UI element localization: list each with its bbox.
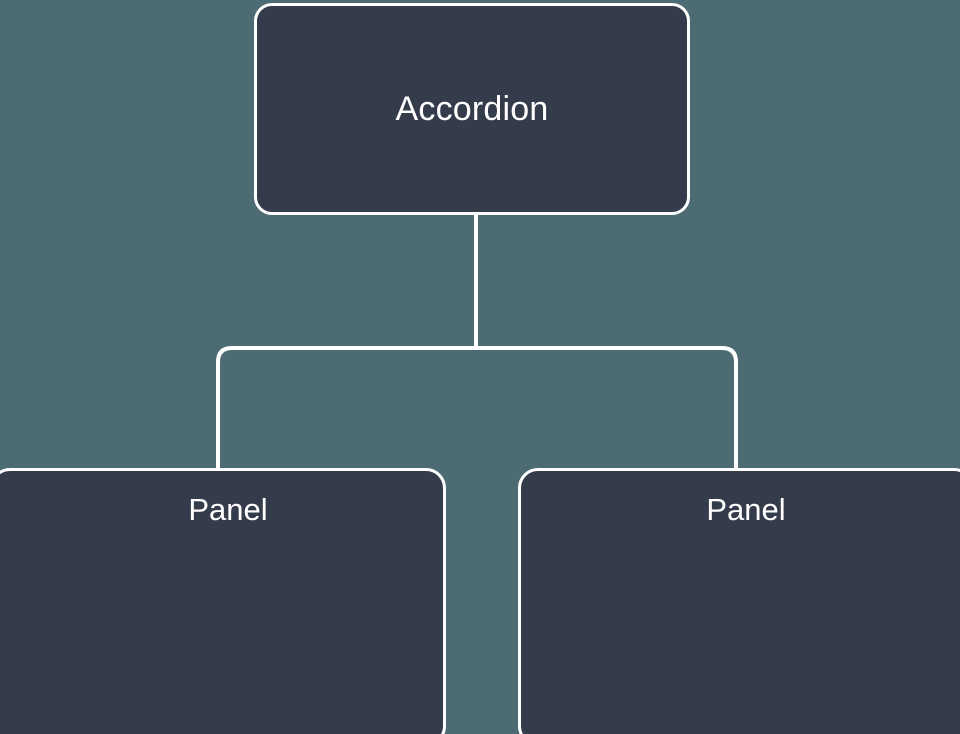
node-panel-inactive-title: Panel <box>706 492 786 527</box>
node-panel-active-title: Panel <box>188 492 268 527</box>
connector-branch-bus <box>216 346 738 468</box>
node-panel-active[interactable]: Panel isActive true <box>0 468 446 734</box>
panel-inactive-body: Panel isActive false <box>521 471 960 734</box>
node-accordion[interactable]: Accordion <box>254 3 690 215</box>
node-panel-inactive[interactable]: Panel isActive false <box>518 468 960 734</box>
panel-active-body: Panel isActive true <box>0 471 443 734</box>
node-accordion-title: Accordion <box>395 90 549 128</box>
